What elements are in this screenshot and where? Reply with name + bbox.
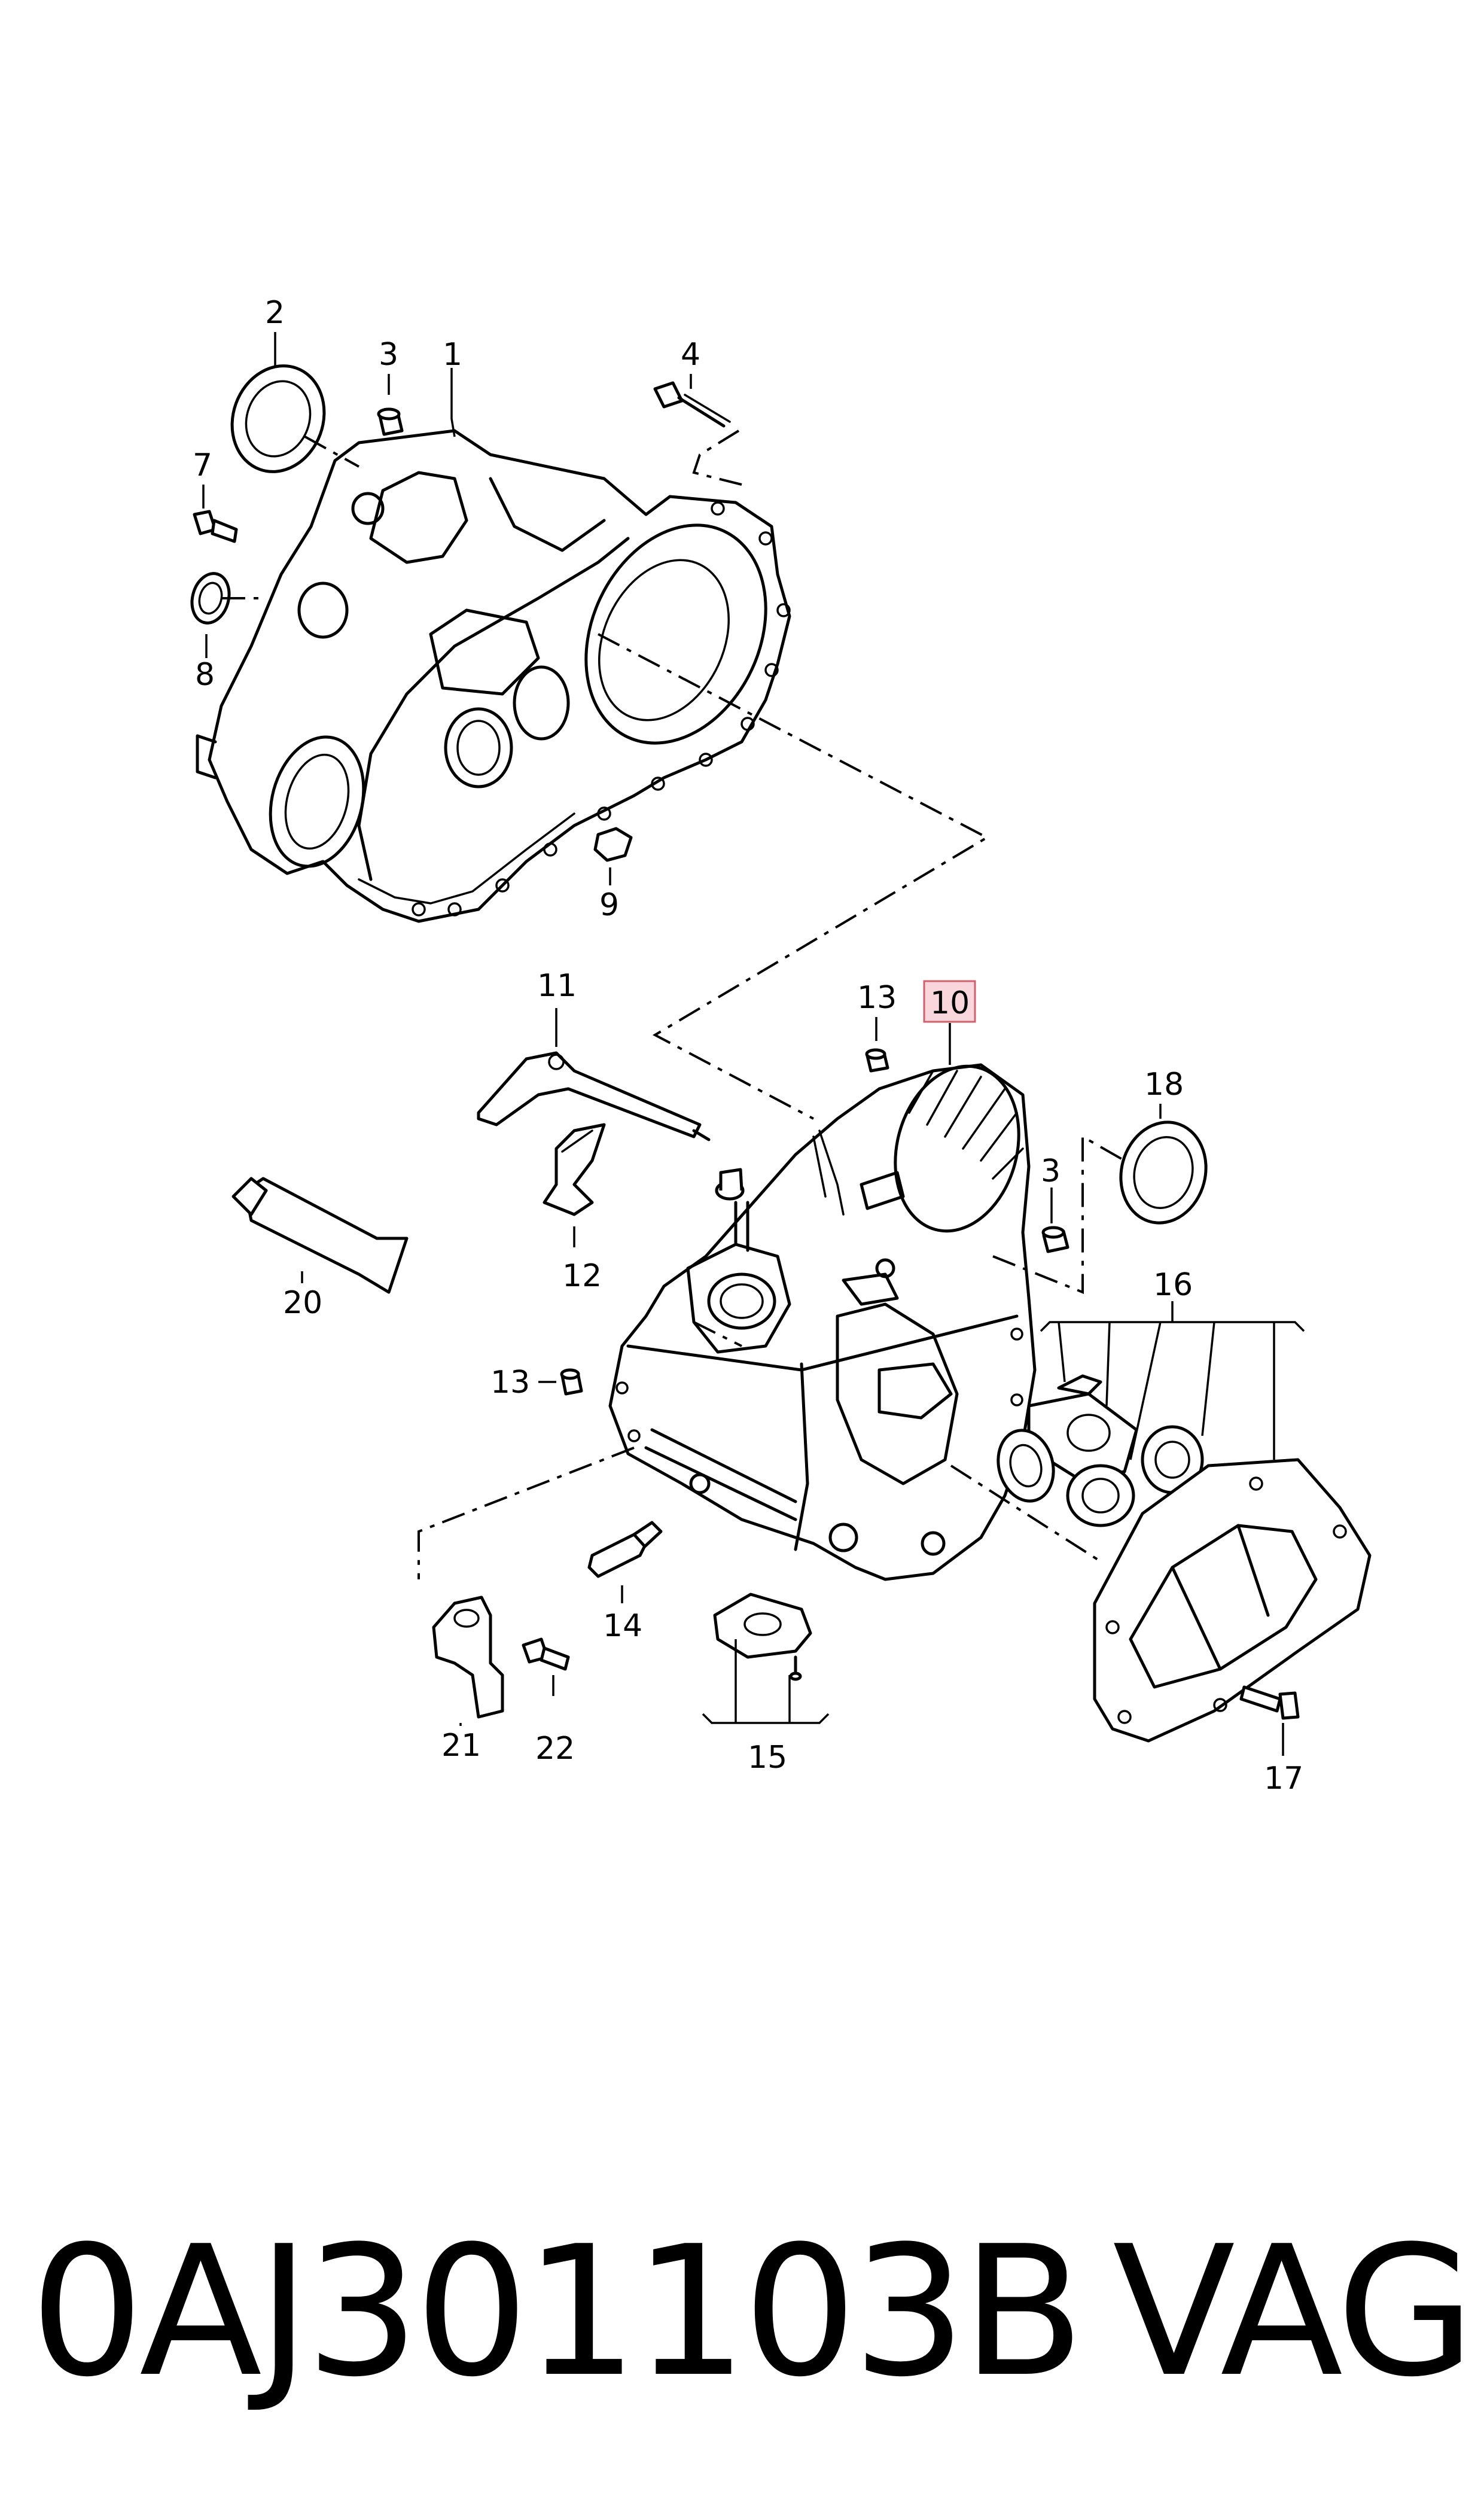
- callout-21: 21: [441, 1728, 481, 1764]
- sensor-14: [587, 1521, 663, 1578]
- callout-20: 20: [283, 1285, 322, 1321]
- callout-leaders: [202, 332, 1305, 1756]
- callout-8: 8: [195, 657, 215, 693]
- callout-13-lower: 13: [490, 1365, 530, 1400]
- seal-18: [1119, 1121, 1208, 1225]
- bolt-22: [522, 1637, 570, 1671]
- callout-2: 2: [265, 295, 285, 331]
- callout-3-upper: 3: [379, 337, 398, 373]
- plug-3-upper: [377, 407, 404, 436]
- clutch-housing: [196, 429, 791, 923]
- callout-15: 15: [748, 1740, 787, 1776]
- end-cover-17: [1093, 1458, 1372, 1743]
- lever-12: [543, 1123, 606, 1216]
- callout-1: 1: [443, 337, 462, 373]
- plug-3-lower: [1041, 1226, 1069, 1253]
- callout-labels: 1 2 3 4 7 8 9 10 11 12 13 3 13 14 15 16 …: [193, 295, 1303, 1797]
- callout-14: 14: [603, 1608, 642, 1644]
- bolt-4: [653, 381, 731, 428]
- callout-13-upper: 13: [857, 980, 897, 1016]
- elbow-fitting-21: [432, 1596, 504, 1719]
- magnet-9: [593, 827, 633, 862]
- brand-name: VAG: [1113, 2208, 1475, 2416]
- callout-18: 18: [1144, 1067, 1184, 1103]
- callout-9: 9: [599, 887, 619, 923]
- bearing-set-16: [997, 1374, 1204, 1527]
- callout-7: 7: [193, 447, 212, 483]
- shift-rod-11: [477, 1051, 711, 1141]
- callout-10: 10: [930, 985, 970, 1021]
- part-number: 0AJ301103B: [30, 2208, 1085, 2416]
- callout-3-lower: 3: [1041, 1153, 1061, 1189]
- bracket-15: [713, 1593, 812, 1681]
- callout-10-highlight: [923, 980, 976, 1023]
- callout-4: 4: [681, 337, 700, 373]
- sealant-tube-20: [231, 1177, 409, 1294]
- gearbox-housing: [608, 1063, 1037, 1581]
- callout-17: 17: [1264, 1761, 1303, 1797]
- plug-13-lower: [560, 1368, 583, 1396]
- callout-11: 11: [537, 968, 577, 1004]
- callout-12: 12: [562, 1258, 602, 1294]
- bolt-7: [193, 510, 238, 543]
- seal-8: [190, 572, 231, 625]
- shaft-seal-2: [230, 364, 326, 473]
- callout-22: 22: [535, 1731, 575, 1767]
- dashed-center-lines: [221, 430, 1125, 1579]
- callout-16: 16: [1153, 1267, 1193, 1303]
- plug-13-upper: [865, 1048, 889, 1073]
